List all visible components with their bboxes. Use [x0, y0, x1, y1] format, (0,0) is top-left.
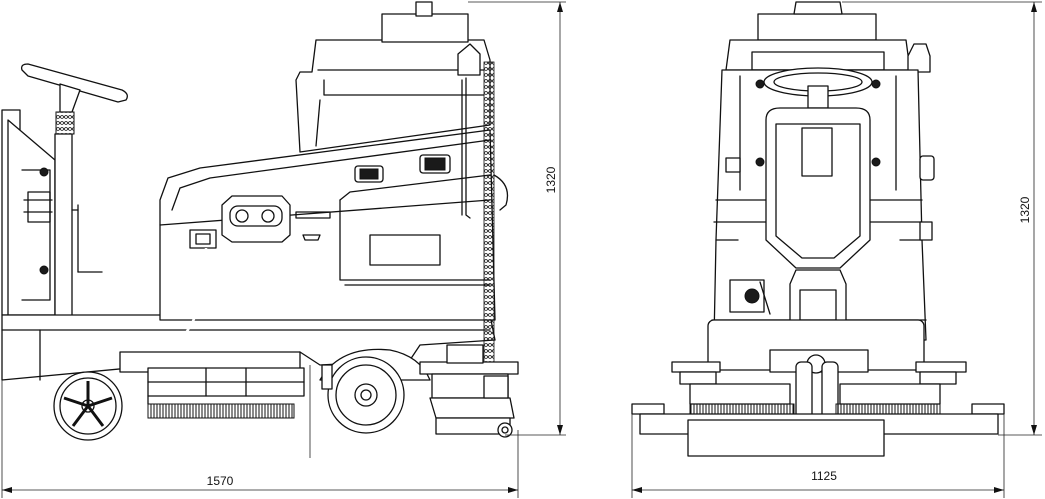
side-hood [295, 1, 491, 219]
front-height-label: 1320 [1018, 196, 1032, 223]
side-drive-wheel [319, 348, 431, 434]
front-width-label: 1125 [811, 469, 837, 483]
front-view [631, 1, 1005, 457]
side-squeegee [419, 344, 519, 438]
side-height-label: 1320 [544, 166, 558, 193]
steering-wheel [20, 63, 128, 319]
side-body [1, 129, 496, 381]
front-dimension-lines [631, 1, 1042, 498]
side-rear-wheel [53, 371, 123, 441]
side-view [1, 1, 519, 458]
side-length-label: 1570 [207, 474, 234, 488]
side-brush-deck [119, 351, 305, 419]
seat-back [1, 109, 56, 316]
side-dimension-lines [1, 1, 566, 498]
